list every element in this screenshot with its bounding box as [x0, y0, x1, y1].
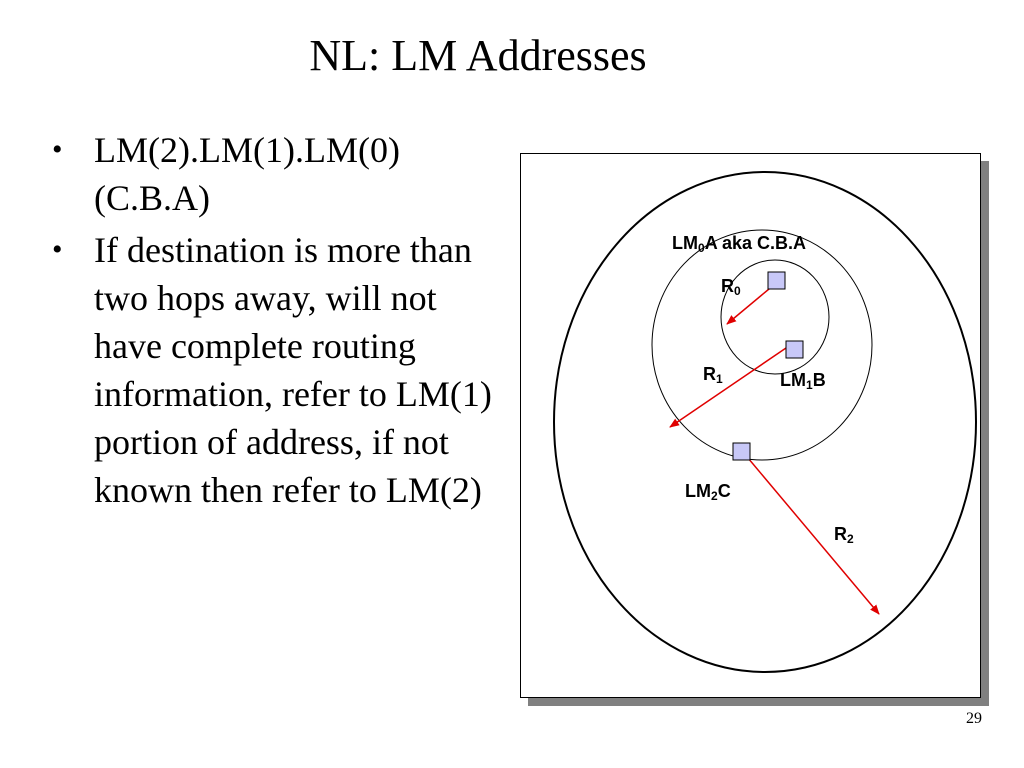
- lm0-region-ellipse: [720, 259, 830, 375]
- r0-label: R0: [721, 276, 741, 298]
- lm1-region-ellipse: [651, 229, 873, 461]
- bullet-item: • If destination is more than two hops a…: [52, 226, 502, 514]
- node-c: [732, 442, 751, 461]
- bullet-item: • LM(2).LM(1).LM(0) (C.B.A): [52, 126, 502, 222]
- figure-frame: [520, 153, 981, 698]
- bullet-dot-icon: •: [52, 133, 63, 166]
- r0-arrow: [726, 288, 770, 325]
- node-b: [785, 340, 804, 359]
- bullet-text: LM(2).LM(1).LM(0) (C.B.A): [94, 130, 400, 218]
- r2-arrow: [747, 457, 880, 615]
- page-number: 29: [966, 710, 982, 727]
- bullet-list: • LM(2).LM(1).LM(0) (C.B.A) • If destina…: [52, 126, 502, 518]
- lm2-region-ellipse: [553, 171, 977, 673]
- bullet-dot-icon: •: [52, 233, 63, 266]
- lm2-label: LM2C: [685, 481, 731, 503]
- r2-label: R2: [834, 524, 854, 546]
- lm0-label: LM0A aka C.B.A: [672, 233, 807, 255]
- lm1-label: LM1B: [780, 370, 826, 392]
- r1-label: R1: [703, 364, 723, 386]
- node-a: [767, 271, 786, 290]
- r1-arrow: [669, 347, 787, 428]
- slide-title: NL: LM Addresses: [309, 31, 647, 80]
- bullet-text: If destination is more than two hops awa…: [94, 230, 492, 510]
